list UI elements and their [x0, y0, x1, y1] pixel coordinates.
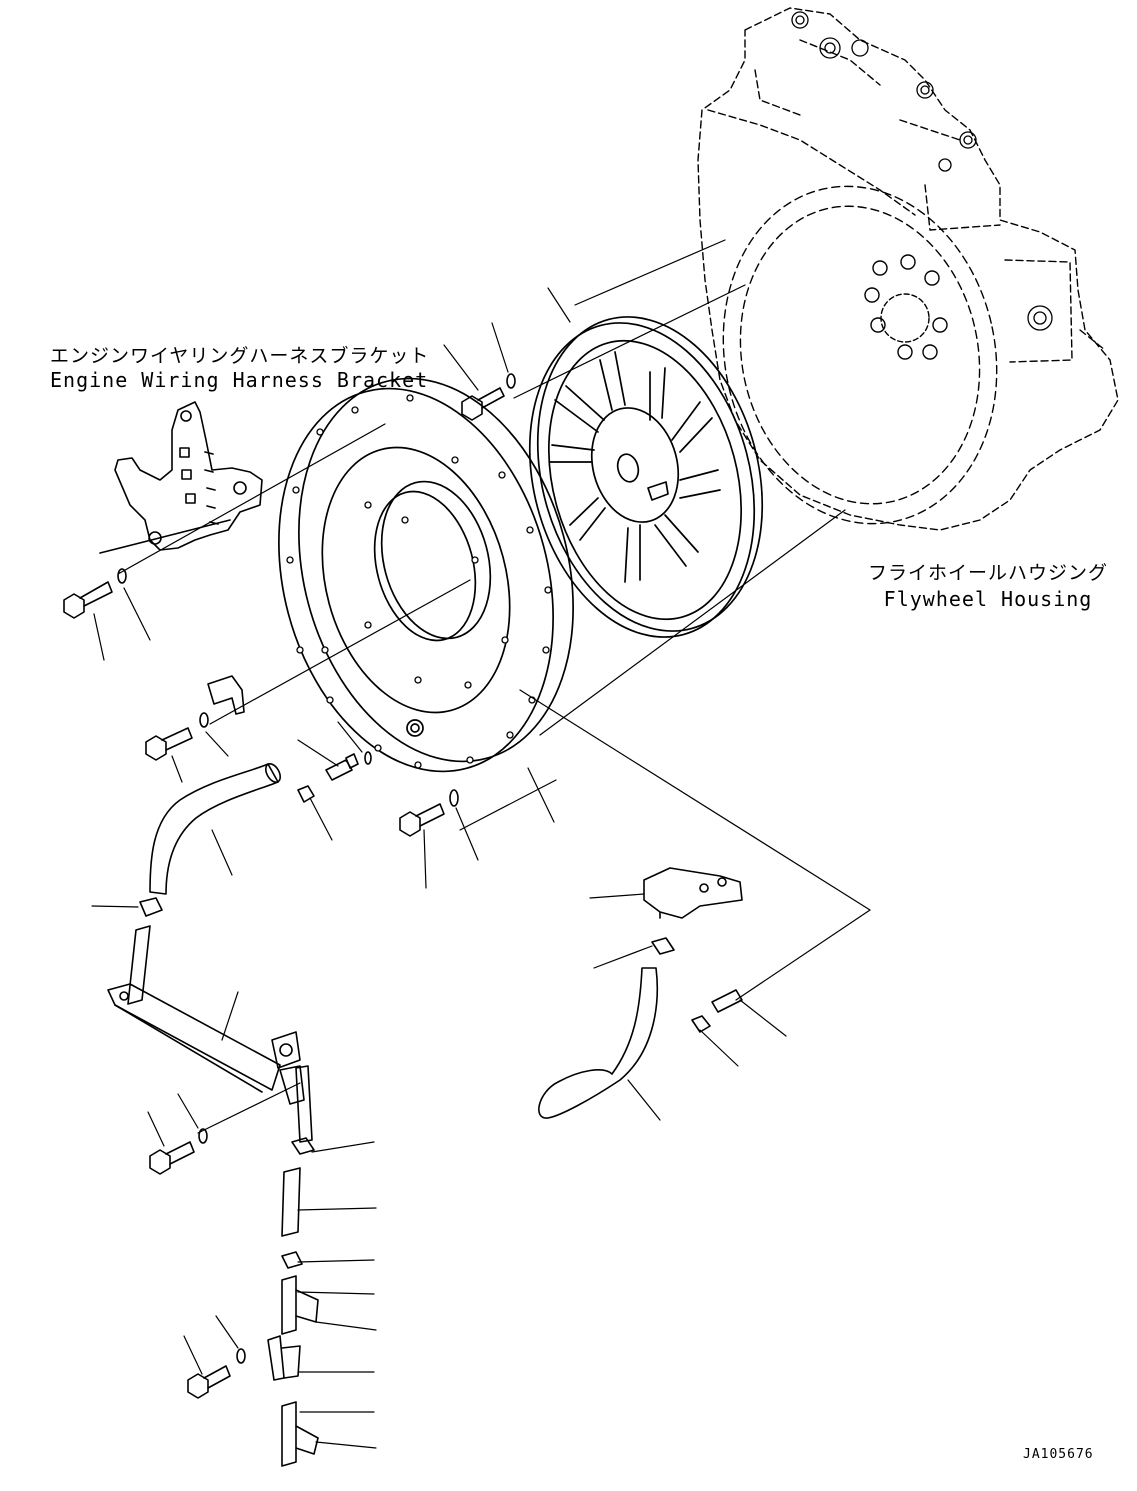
bolts-and-washers: [63, 373, 516, 1399]
drawing-code: JA105676: [1023, 1447, 1094, 1462]
housing-bore: [722, 185, 998, 525]
left-hose-assembly: [107, 763, 319, 1467]
adapter-plate: [278, 377, 574, 773]
engine-block: [697, 7, 1119, 531]
reference-lines: [117, 239, 871, 1134]
housing-label-jp: フライホイールハウジング: [867, 562, 1108, 584]
leader-lines: [91, 287, 787, 1449]
crankshaft-hub: [864, 254, 948, 360]
right-hose-assembly: [538, 867, 743, 1119]
bracket-label-jp: エンジンワイヤリングハーネスブラケット: [50, 345, 430, 367]
housing-label-en: Flywheel Housing: [883, 587, 1093, 611]
flywheel-cover: [528, 316, 764, 638]
wiring-harness-bracket: [99, 401, 263, 554]
engine-bolt-heads: [791, 11, 1053, 331]
bracket-label-en: Engine Wiring Harness Bracket: [50, 368, 429, 392]
